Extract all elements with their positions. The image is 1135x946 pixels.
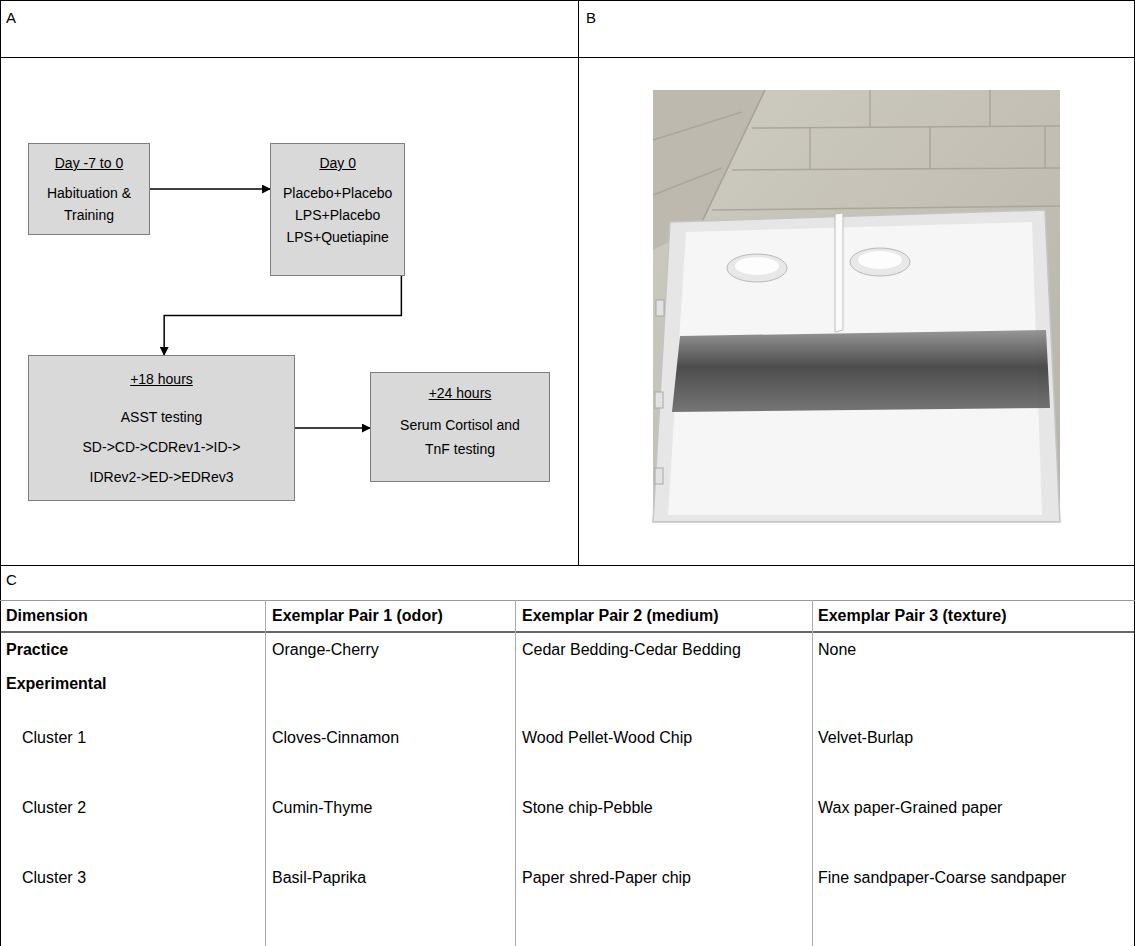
- flow-arrow: [164, 276, 401, 355]
- table-cell: Fine sandpaper-Coarse sandpaper: [818, 868, 1066, 888]
- row-header: Practice: [6, 640, 68, 660]
- frame-line: [578, 0, 579, 565]
- photo-mortar: [653, 168, 722, 195]
- row-header: Cluster 1: [22, 728, 86, 748]
- row-header: Experimental: [6, 674, 106, 694]
- photo-wall: [653, 90, 1060, 522]
- photo-tray: [653, 210, 1060, 522]
- photo-hinge: [655, 392, 663, 408]
- frame-line: [0, 0, 1, 946]
- photo-mortar: [712, 206, 1060, 210]
- photo-bowl: [850, 248, 910, 276]
- frame-line: [0, 0, 1135, 1]
- table-rule: [0, 600, 1135, 601]
- photo-mortar: [653, 112, 742, 140]
- table-cell: Stone chip-Pebble: [522, 798, 653, 818]
- box-text: SD->CD->CDRev1->ID-> IDRev2->ED->EDRev3: [81, 432, 242, 492]
- row-header: Cluster 3: [22, 868, 86, 888]
- panel-label: B: [586, 8, 596, 28]
- table-header: Dimension: [6, 606, 88, 626]
- frame-line: [0, 57, 1135, 58]
- photo-mortar: [732, 168, 1060, 170]
- frame-line: [1134, 0, 1135, 946]
- row-header: Cluster 2: [22, 798, 86, 818]
- flow-arrow: [295, 427, 370, 429]
- photo-wall-corner: [700, 90, 765, 226]
- photo-mortar: [809, 128, 811, 169]
- process-box: +24 hoursSerum Cortisol and TnF testing: [370, 372, 550, 482]
- box-text: Serum Cortisol and TnF testing: [399, 413, 522, 461]
- table-header: Exemplar Pair 2 (medium): [522, 606, 719, 626]
- photo-mortar: [929, 127, 931, 168]
- box-text: ASST testing: [121, 402, 202, 432]
- table-cell: Orange-Cherry: [272, 640, 379, 660]
- flow-arrow: [150, 188, 270, 190]
- process-box: Day 0 Placebo+Placebo LPS+Placebo LPS+Que…: [270, 143, 405, 276]
- table-cell: Cedar Bedding-Cedar Bedding: [522, 640, 741, 660]
- process-box: +18 hoursASST testingSD->CD->CDRev1->ID-…: [28, 355, 295, 501]
- box-heading: Day 0: [319, 152, 356, 174]
- table-cell: None: [818, 640, 856, 660]
- table-cell: Wax paper-Grained paper: [818, 798, 1002, 818]
- photo-bowl: [858, 251, 902, 269]
- photo-mortar: [869, 90, 871, 127]
- box-heading: +18 hours: [130, 364, 193, 394]
- box-text: Habituation & Training: [45, 182, 133, 226]
- photo-bowl: [735, 257, 779, 275]
- table-cell: Paper shred-Paper chip: [522, 868, 691, 888]
- photo-dark-panel: [672, 330, 1050, 412]
- table-rule: [265, 600, 266, 946]
- table-header: Exemplar Pair 3 (texture): [818, 606, 1007, 626]
- table-rule: [0, 631, 1135, 633]
- photo-mortar: [752, 126, 1060, 128]
- table-cell: Cumin-Thyme: [272, 798, 372, 818]
- table-cell: Basil-Paprika: [272, 868, 366, 888]
- table-rule: [812, 600, 813, 946]
- photo-divider: [835, 213, 843, 332]
- table-header: Exemplar Pair 1 (odor): [272, 606, 443, 626]
- photo-mortar: [989, 90, 991, 126]
- table-rule: [515, 600, 516, 946]
- photo-mortar: [1044, 126, 1046, 168]
- photo-hinge: [656, 300, 664, 316]
- panel-label: C: [6, 570, 17, 590]
- process-box: Day -7 to 0 Habituation & Training: [28, 143, 150, 235]
- box-heading: +24 hours: [429, 381, 492, 405]
- table-cell: Cloves-Cinnamon: [272, 728, 399, 748]
- panel-label: A: [6, 8, 16, 28]
- box-text: Placebo+Placebo LPS+Placebo LPS+Quetiapi…: [283, 182, 392, 248]
- photo-hinge: [655, 468, 663, 484]
- table-cell: Velvet-Burlap: [818, 728, 913, 748]
- box-heading: Day -7 to 0: [55, 152, 123, 174]
- photo-bowl: [727, 254, 787, 282]
- table-cell: Wood Pellet-Wood Chip: [522, 728, 692, 748]
- frame-line: [0, 565, 1135, 566]
